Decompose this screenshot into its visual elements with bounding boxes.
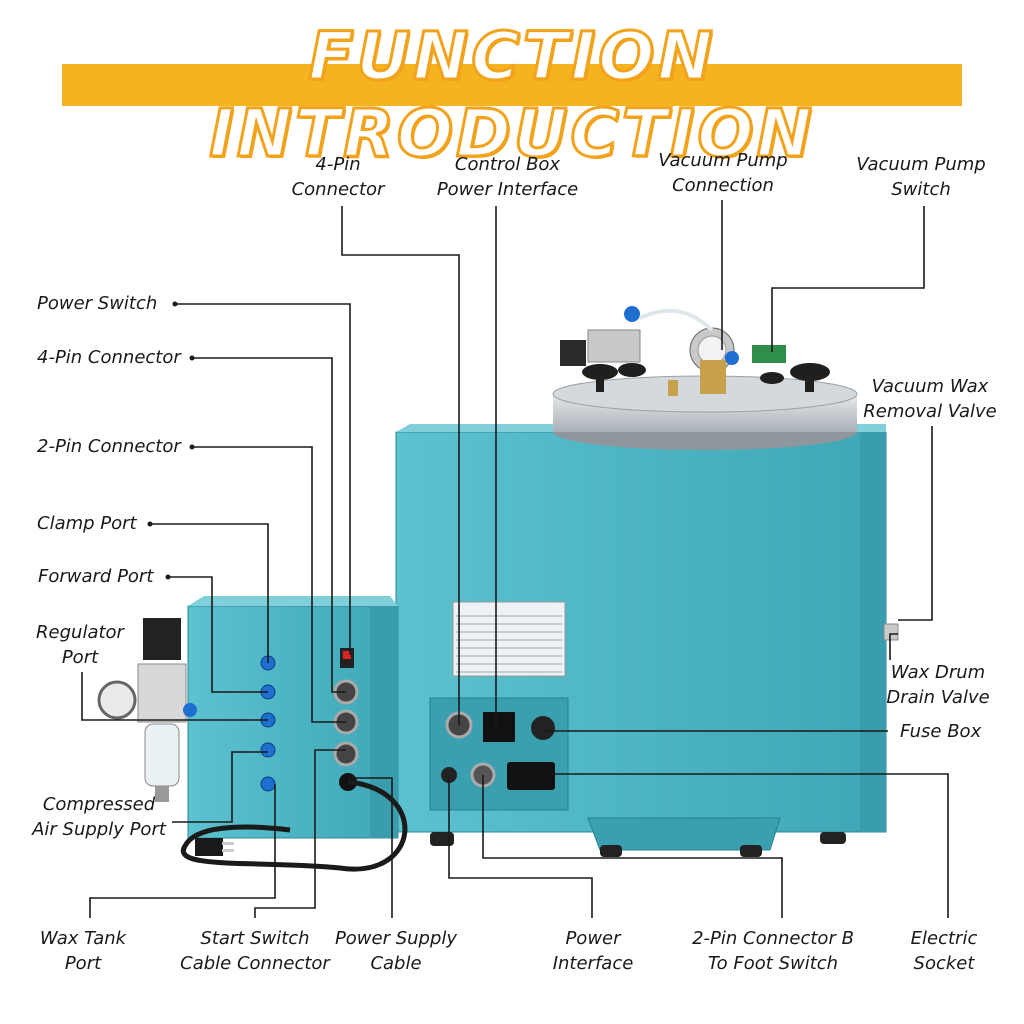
label-wax-drum-drain-valve: Wax Drum Drain Valve <box>875 660 1001 710</box>
label-regulator-port: Regulator Port <box>30 620 130 670</box>
label-4-pin-connector-left: 4-Pin Connector <box>37 347 181 368</box>
label-vacuum-pump-switch-line2: Switch <box>891 179 951 200</box>
label-power-supply-line1: Power Supply <box>334 928 458 949</box>
label-power-switch: Power Switch <box>37 293 158 314</box>
label-wax-tank-line1: Wax Tank <box>39 928 127 949</box>
label-regulator-port-line1: Regulator <box>36 622 124 643</box>
label-vacuum-pump-switch: Vacuum Pump Switch <box>846 152 996 202</box>
leader-lines <box>81 200 949 918</box>
label-electric-socket: Electric Socket <box>896 926 992 976</box>
label-2-pin-connector: 2-Pin Connector <box>37 436 181 457</box>
label-wax-drum-drain-line1: Wax Drum <box>890 662 986 683</box>
label-vacuum-pump-connection-line1: Vacuum Pump <box>658 150 788 171</box>
label-vacuum-wax-removal-valve: Vacuum Wax Removal Valve <box>852 374 1008 424</box>
label-vacuum-pump-switch-line1: Vacuum Pump <box>856 154 986 175</box>
label-control-box-line1: Control Box <box>454 154 561 175</box>
label-start-switch-line1: Start Switch <box>200 928 310 949</box>
label-vacuum-pump-connection: Vacuum Pump Connection <box>648 148 798 198</box>
label-electric-socket-line1: Electric <box>910 928 978 949</box>
label-power-interface: Power Interface <box>538 926 648 976</box>
label-2-pin-connector-b-foot-switch: 2-Pin Connector B To Foot Switch <box>682 926 864 976</box>
air-regulator <box>97 618 197 802</box>
label-regulator-port-line2: Port <box>61 647 99 668</box>
label-wax-tank-port: Wax Tank Port <box>28 926 138 976</box>
label-wax-drum-drain-line2: Drain Valve <box>886 687 990 708</box>
label-foot-switch-line1: 2-Pin Connector B <box>692 928 854 949</box>
label-fuse-box: Fuse Box <box>900 721 982 742</box>
page-title: FUNCTION INTRODUCTION <box>208 17 815 174</box>
label-foot-switch-line2: To Foot Switch <box>707 953 839 974</box>
label-compressed-air-line1: Compressed <box>42 794 156 815</box>
label-compressed-air-supply-port: Compressed Air Supply Port <box>24 792 174 842</box>
label-clamp-port: Clamp Port <box>37 513 137 534</box>
label-control-box-line2: Power Interface <box>436 179 579 200</box>
title-banner <box>62 64 962 106</box>
label-4-pin-top-line1: 4-Pin <box>315 154 361 175</box>
label-vacuum-wax-removal-line2: Removal Valve <box>863 401 997 422</box>
wax-machine <box>395 306 899 857</box>
label-power-interface-line1: Power <box>565 928 621 949</box>
label-4-pin-top-line2: Connector <box>291 179 385 200</box>
label-electric-socket-line2: Socket <box>913 953 975 974</box>
label-vacuum-pump-connection-line2: Connection <box>672 175 774 196</box>
label-wax-tank-line2: Port <box>64 953 102 974</box>
label-start-switch-cable-connector: Start Switch Cable Connector <box>172 926 338 976</box>
label-control-box-power-interface: Control Box Power Interface <box>425 152 590 202</box>
label-power-supply-line2: Cable <box>370 953 422 974</box>
label-start-switch-line2: Cable Connector <box>180 953 330 974</box>
label-forward-port: Forward Port <box>38 566 154 587</box>
label-power-supply-cable: Power Supply Cable <box>328 926 464 976</box>
label-vacuum-wax-removal-line1: Vacuum Wax <box>871 376 989 397</box>
label-compressed-air-line2: Air Supply Port <box>32 819 166 840</box>
control-box <box>180 596 408 872</box>
label-4-pin-connector-top: 4-Pin Connector <box>273 152 403 202</box>
leader-dots <box>147 301 195 580</box>
label-power-interface-line2: Interface <box>552 953 634 974</box>
